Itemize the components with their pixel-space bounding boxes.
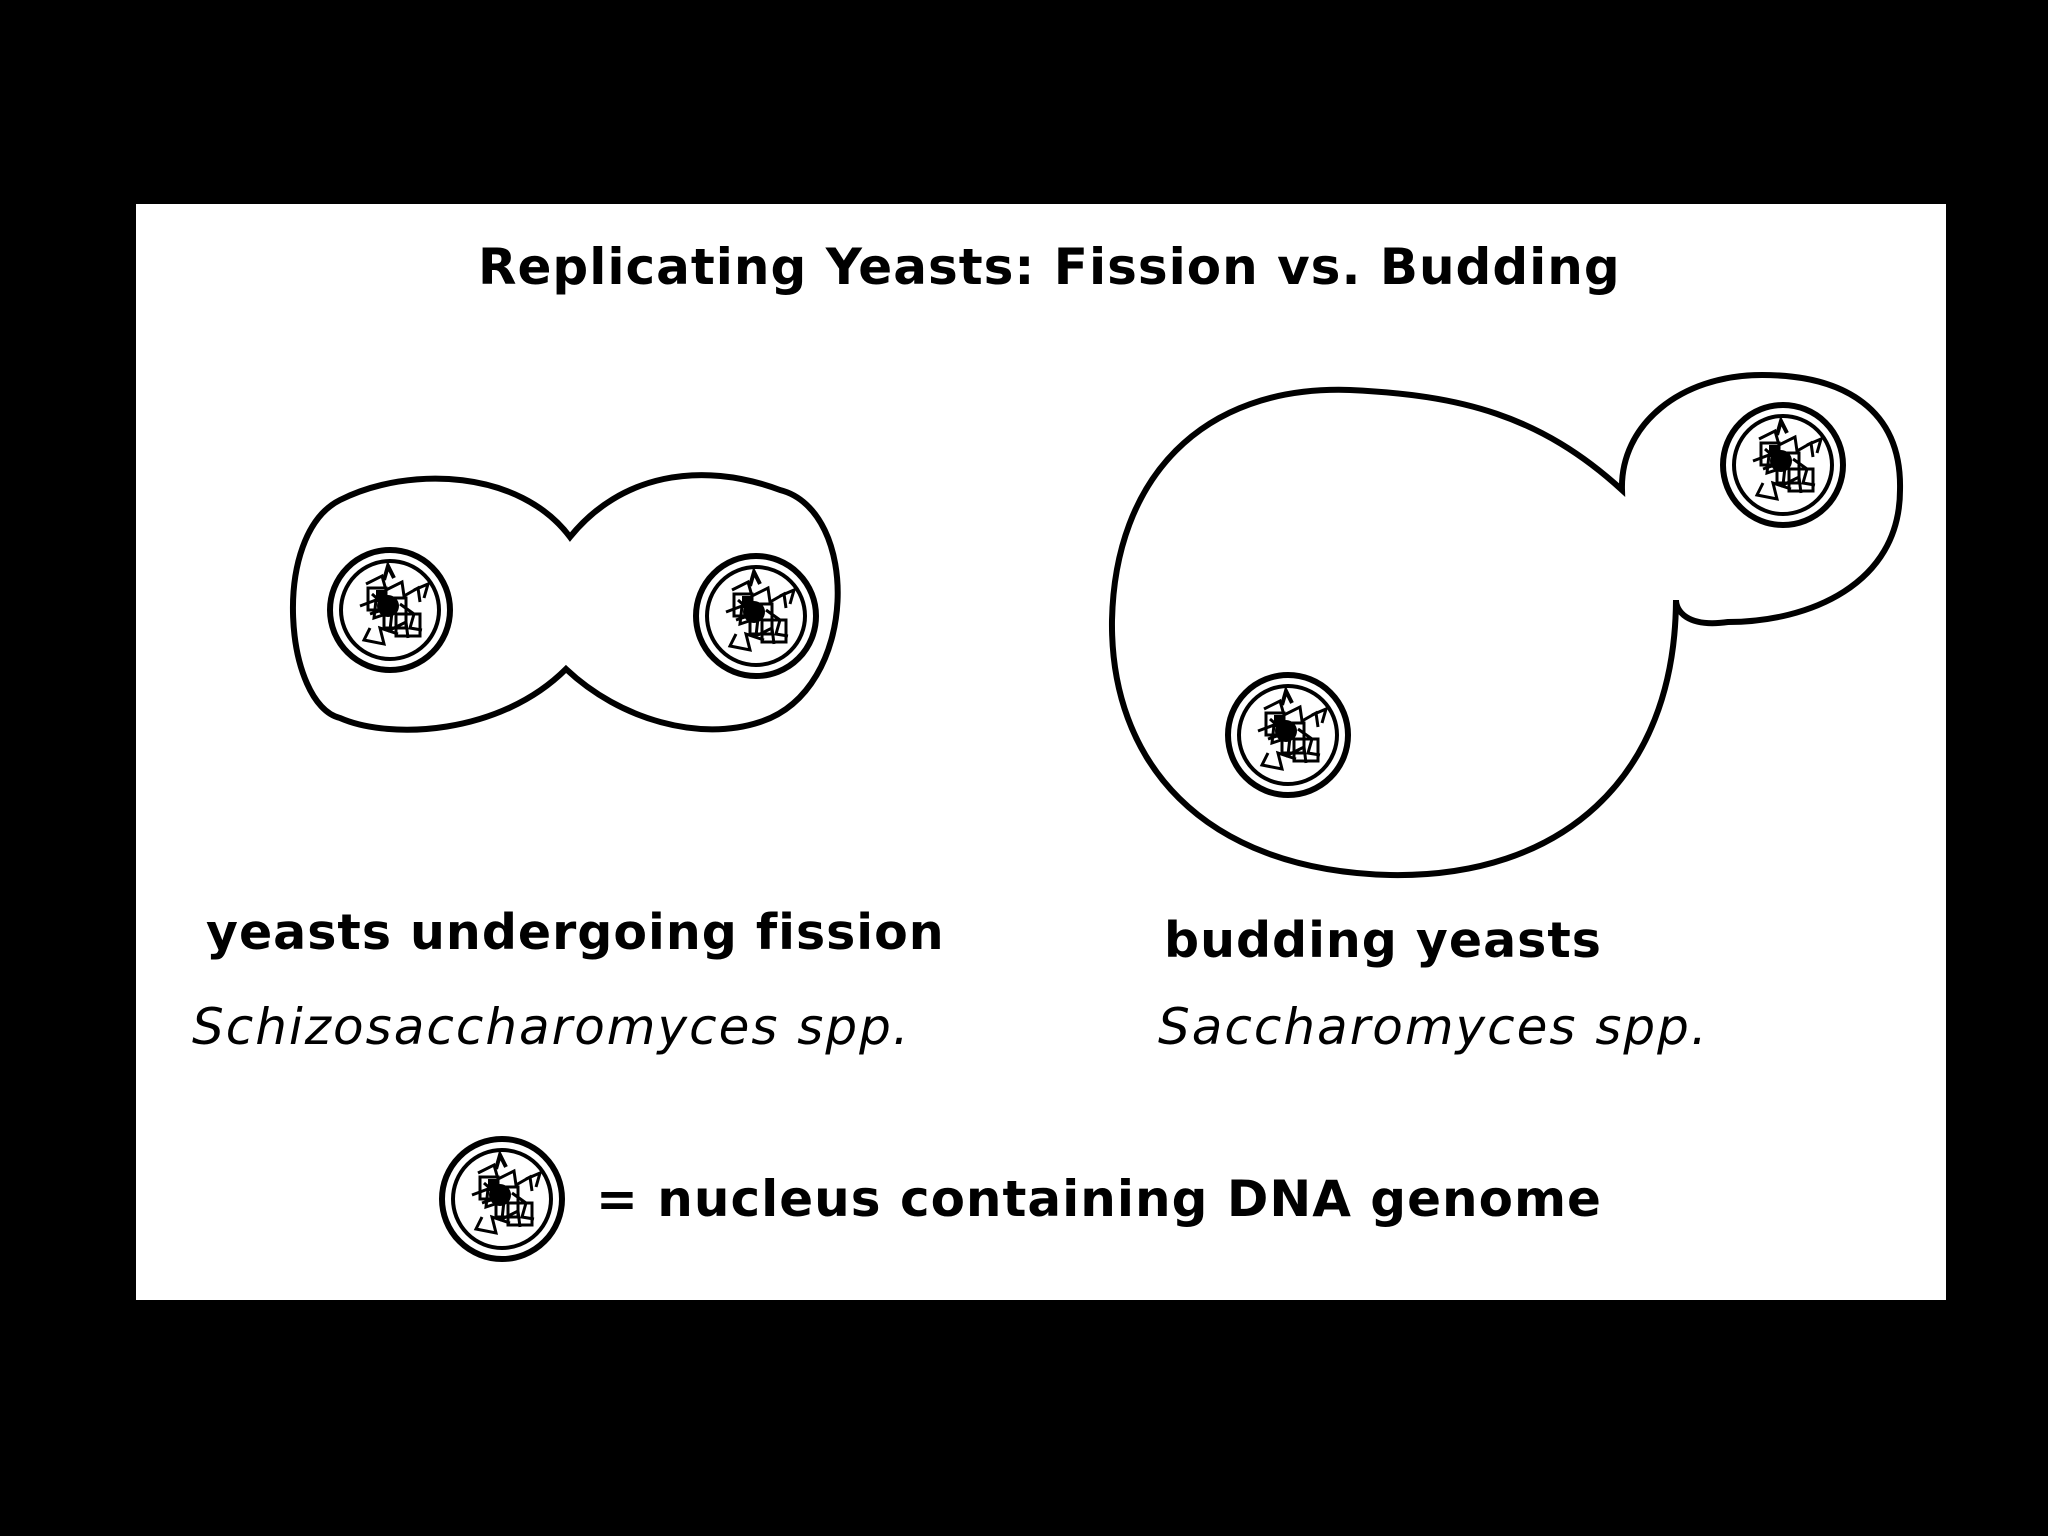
fission-nucleus-right xyxy=(696,556,816,676)
fission-label: yeasts undergoing fission xyxy=(206,904,945,961)
budding-label: budding yeasts xyxy=(1164,912,1602,969)
budding-genus-label: Saccharomyces spp. xyxy=(1158,998,1709,1056)
fission-nucleus-left xyxy=(330,550,450,670)
budding-nucleus-bud xyxy=(1723,405,1843,525)
legend-text: = nucleus containing DNA genome xyxy=(596,1170,1602,1228)
fission-genus-label: Schizosaccharomyces spp. xyxy=(192,998,911,1056)
diagram-title: Replicating Yeasts: Fission vs. Budding xyxy=(478,238,1621,296)
budding-nucleus-mother xyxy=(1228,675,1348,795)
legend-nucleus-icon xyxy=(442,1139,562,1259)
